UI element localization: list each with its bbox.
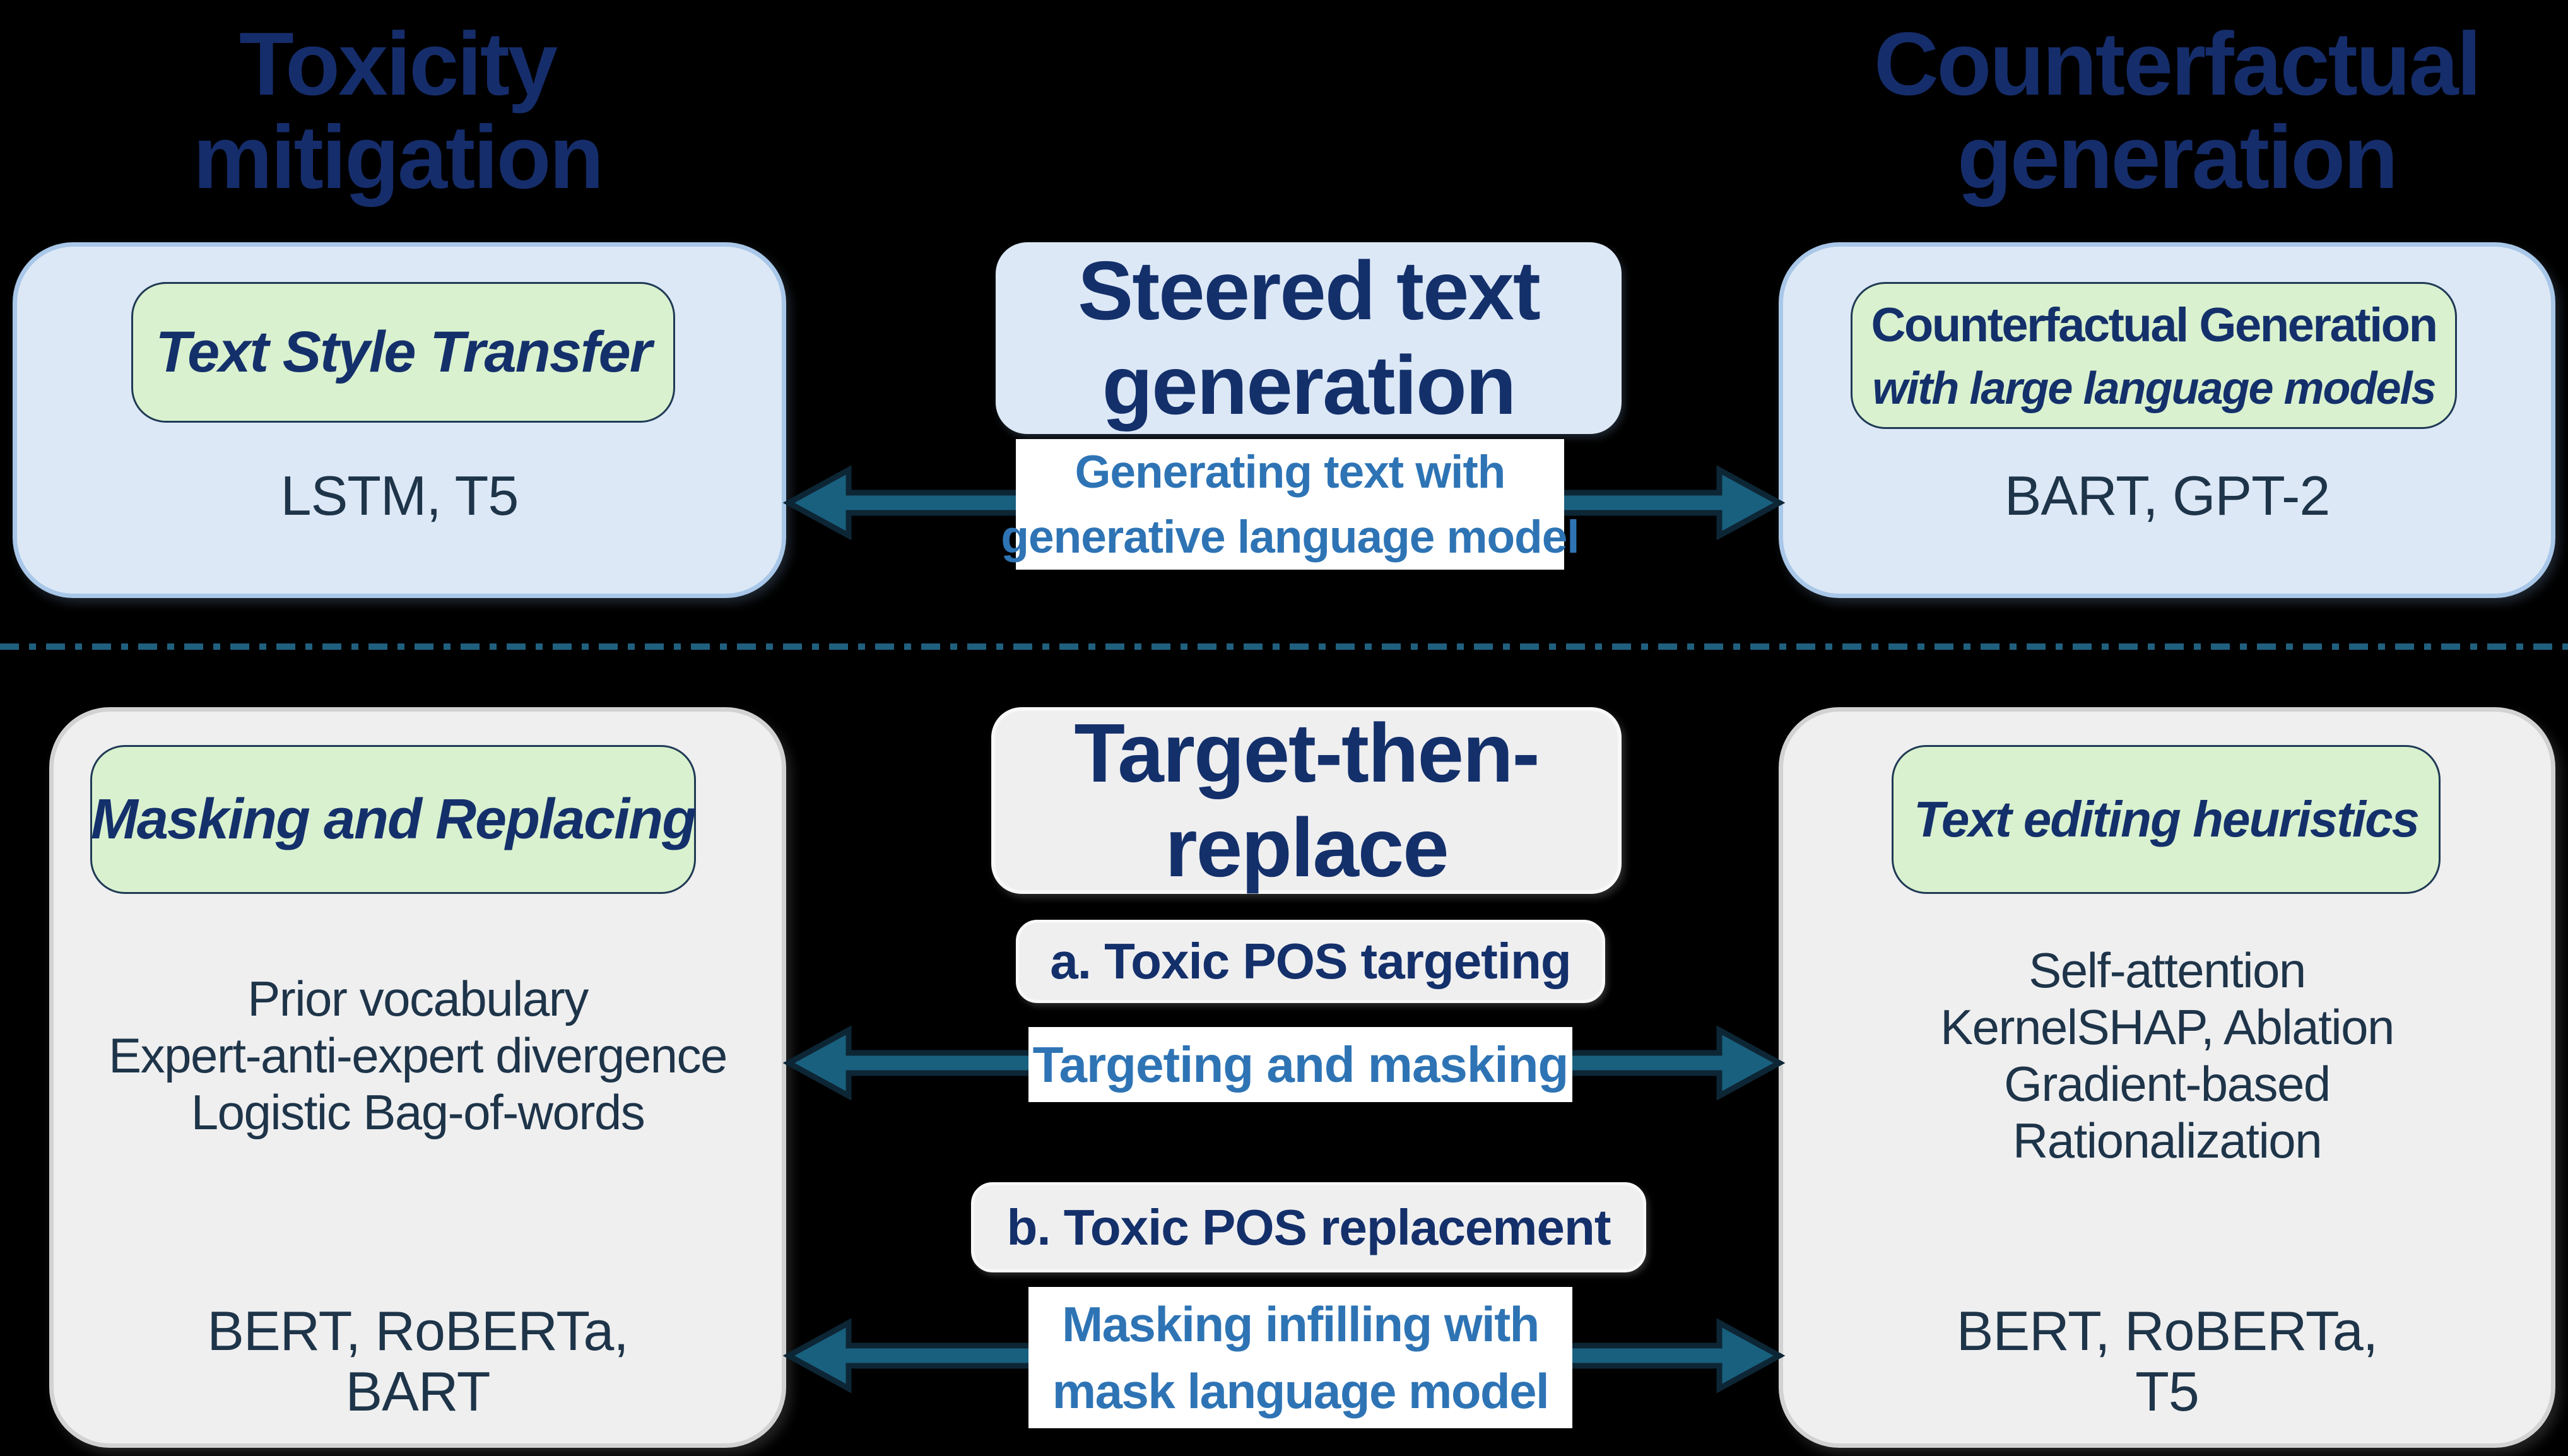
steered-text-generation-box: Steered text generation <box>996 242 1622 434</box>
heading-line: Toxicity <box>239 14 558 114</box>
tag-label: Masking and Replacing <box>90 787 697 851</box>
targeting-and-masking-label: Targeting and masking <box>1028 1027 1572 1102</box>
models-text: BERT, RoBERTa, <box>1956 1300 2378 1362</box>
method-item: Expert-anti-expert divergence <box>109 1028 727 1083</box>
generating-text-label: Generating text with generative language… <box>1001 439 1580 570</box>
masking-replacing-box: Masking and Replacing Prior vocabulary E… <box>49 707 786 1448</box>
label-line: Masking infilling with <box>1062 1296 1540 1352</box>
method-item: KernelSHAP, Ablation <box>1940 999 2394 1055</box>
models-bert-roberta-bart: BERT, RoBERTa, BART <box>54 1298 782 1424</box>
tag-label: Counterfactual Generation <box>1871 298 2438 352</box>
method-item: Rationalization <box>2012 1113 2323 1168</box>
method-item: Gradient-based <box>2004 1056 2331 1112</box>
masking-methods-list: Prior vocabulary Expert-anti-expert dive… <box>54 958 782 1153</box>
title-line: Target-then- <box>1074 707 1540 799</box>
models-text: BART <box>345 1360 490 1423</box>
counterfactual-generation-tag: Counterfactual Generation with large lan… <box>1851 282 2457 429</box>
tag-label: Text Style Transfer <box>155 320 652 384</box>
step-label: b. Toxic POS replacement <box>1006 1199 1611 1255</box>
title-line: generation <box>1102 339 1517 432</box>
models-text: BERT, RoBERTa, <box>207 1300 628 1362</box>
models-text: LSTM, T5 <box>280 464 519 527</box>
label-line: generative language model <box>1001 511 1579 563</box>
heading-line: mitigation <box>192 107 604 208</box>
label-line: Generating text with <box>1075 446 1506 498</box>
label-line: Targeting and masking <box>1032 1036 1569 1093</box>
editing-methods-list: Self-attention KernelSHAP, Ablation Grad… <box>1783 939 2551 1172</box>
models-text: BART, GPT-2 <box>2004 464 2331 527</box>
arrow-left-targeting-masking <box>782 1025 1069 1101</box>
text-editing-heuristics-tag: Text editing heuristics <box>1892 745 2441 894</box>
models-text: T5 <box>2135 1360 2200 1423</box>
text-style-transfer-tag: Text Style Transfer <box>131 282 675 423</box>
models-bart-gpt2: BART, GPT-2 <box>1783 436 2551 556</box>
tag-label: with large language models <box>1872 363 2436 414</box>
text-editing-heuristics-box: Text editing heuristics Self-attention K… <box>1779 707 2555 1448</box>
method-item: Prior vocabulary <box>247 971 589 1026</box>
title-line: Steered text <box>1078 244 1541 337</box>
heading-line: Counterfactual <box>1874 14 2482 114</box>
step-label: a. Toxic POS targeting <box>1050 933 1572 989</box>
arrow-left-mask-infilling <box>782 1318 1069 1394</box>
step-a-toxic-pos-targeting: a. Toxic POS targeting <box>1016 920 1605 1003</box>
method-item: Logistic Bag-of-words <box>191 1084 645 1140</box>
toxicity-style-transfer-box: Text Style Transfer LSTM, T5 <box>13 242 786 598</box>
step-b-toxic-pos-replacement: b. Toxic POS replacement <box>971 1182 1646 1272</box>
heading-counterfactual-generation: Counterfactual generation <box>1823 18 2530 204</box>
method-item: Self-attention <box>2029 942 2306 998</box>
counterfactual-llm-box: Counterfactual Generation with large lan… <box>1779 242 2555 598</box>
masking-and-replacing-tag: Masking and Replacing <box>90 745 697 894</box>
label-line: mask language model <box>1052 1363 1550 1419</box>
models-lstm-t5: LSTM, T5 <box>17 436 782 556</box>
target-then-replace-box: Target-then- replace <box>991 707 1622 894</box>
tag-label: Text editing heuristics <box>1913 791 2420 847</box>
heading-toxicity-mitigation: Toxicity mitigation <box>50 18 745 204</box>
masking-infilling-label: Masking infilling with mask language mod… <box>1028 1287 1572 1428</box>
title-line: replace <box>1165 801 1449 894</box>
models-bert-roberta-t5: BERT, RoBERTa, T5 <box>1783 1298 2551 1424</box>
section-divider <box>0 643 2568 650</box>
heading-line: generation <box>1957 107 2398 208</box>
